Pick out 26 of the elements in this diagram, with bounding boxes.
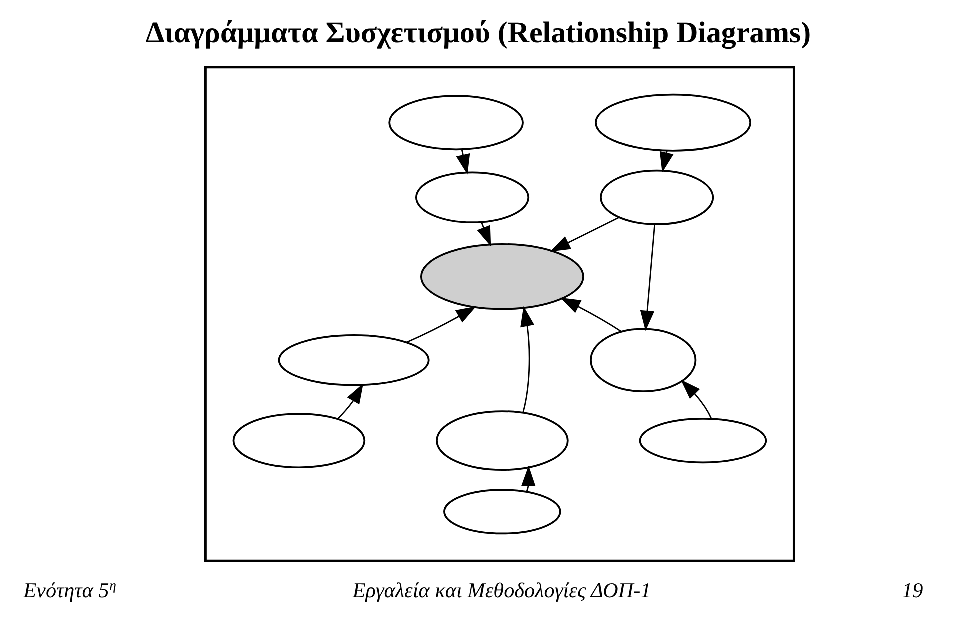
arrow <box>456 150 470 175</box>
arrow <box>406 306 476 344</box>
arrow <box>640 224 656 332</box>
arrow <box>550 217 620 252</box>
label: Ενότητα 5$^{η}$ <box>24 578 116 602</box>
node-ellipse <box>278 334 430 386</box>
arrow <box>560 298 622 332</box>
arrow <box>477 222 492 247</box>
node-ellipse <box>595 94 752 152</box>
node-ellipse <box>639 418 768 464</box>
node-ellipse <box>436 410 569 472</box>
cluster <box>204 66 796 562</box>
node-ellipse <box>415 172 530 224</box>
node-ellipse <box>232 413 366 469</box>
label: Εργαλεία και Μεθοδολογίες ΔΟΠ-1 <box>352 578 652 602</box>
label: 19 <box>902 578 924 602</box>
arrow <box>337 384 364 420</box>
diagram-title: Διαγράμματα Συσχετισμού (Relationship Diagrams) <box>146 16 812 50</box>
node-ellipse <box>600 170 714 226</box>
arrow <box>522 466 536 492</box>
node-ellipse <box>444 489 562 535</box>
node-ellipse <box>420 244 584 310</box>
arrow <box>520 306 534 413</box>
arrow <box>680 380 712 420</box>
node-ellipse <box>590 328 697 392</box>
node-ellipse <box>388 95 524 151</box>
